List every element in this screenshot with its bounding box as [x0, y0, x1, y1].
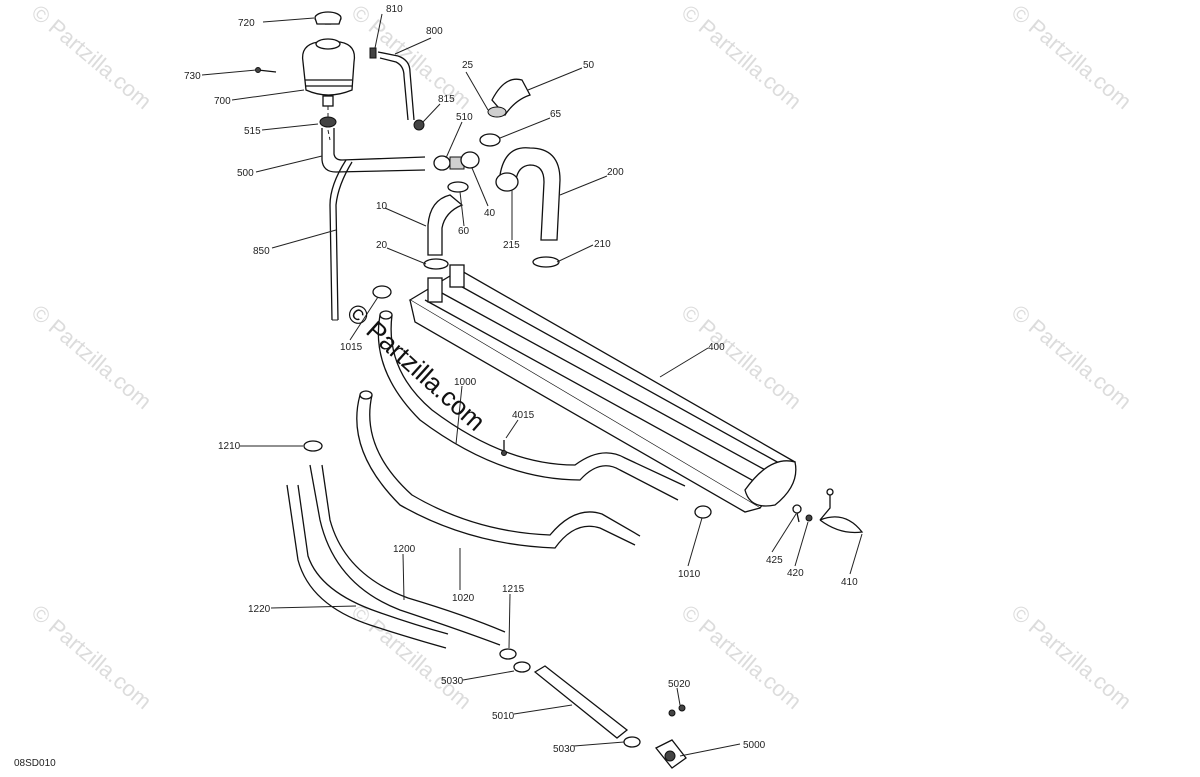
callout-510: 510 [456, 112, 473, 123]
leader-lines [201, 13, 863, 757]
callout-800: 800 [426, 26, 443, 37]
watermark: © Partzilla.com [1007, 600, 1137, 714]
callout-1020: 1020 [452, 593, 475, 604]
watermark: © Partzilla.com [27, 300, 157, 414]
part-radiator-400 [408, 264, 797, 513]
part-clamp-515 [319, 116, 337, 128]
part-fitting-5000 [654, 739, 687, 769]
part-hose-500 [321, 128, 426, 173]
callout-400: 400 [708, 342, 725, 353]
part-hardware-425-420-410 [792, 488, 864, 534]
watermark: © Partzilla.com [677, 600, 807, 714]
callout-1220: 1220 [248, 604, 271, 615]
part-clamp-1015 [372, 285, 392, 299]
part-hose-1200 [309, 464, 506, 646]
part-clamp-5030 [513, 661, 641, 748]
callout-720: 720 [238, 18, 255, 29]
part-clamp-20 [423, 258, 449, 270]
callout-10: 10 [376, 201, 388, 212]
callout-1215: 1215 [502, 584, 525, 595]
callout-210: 210 [594, 239, 611, 250]
callout-50: 50 [583, 60, 595, 71]
callout-1200: 1200 [393, 544, 416, 555]
part-clamp-65 [479, 133, 501, 147]
callout-60: 60 [458, 226, 470, 237]
part-hose-1220 [286, 484, 449, 649]
callout-420: 420 [787, 568, 804, 579]
callout-5030-lower: 5030 [553, 744, 576, 755]
part-screws-5020 [668, 704, 686, 717]
part-clamp-815 [413, 119, 425, 131]
callout-1000: 1000 [454, 377, 477, 388]
callout-500: 500 [237, 168, 254, 179]
watermark: © Partzilla.com [27, 600, 157, 714]
callout-410: 410 [841, 577, 858, 588]
part-clamp-1210 [303, 440, 323, 452]
part-overflow-tube-850 [329, 159, 353, 321]
callout-200: 200 [607, 167, 624, 178]
callout-515: 515 [244, 126, 261, 137]
callout-1015: 1015 [340, 342, 363, 353]
callout-730: 730 [184, 71, 201, 82]
part-elbow-50 [487, 78, 531, 118]
part-hose-800 [369, 47, 415, 121]
part-screw-730 [255, 67, 277, 73]
callout-65: 65 [550, 109, 562, 120]
callout-40: 40 [484, 208, 496, 219]
part-hose-1020 [356, 390, 641, 549]
part-clamp-1215 [499, 648, 517, 660]
assembly-line [327, 106, 331, 141]
callout-5020: 5020 [668, 679, 691, 690]
callout-4015: 4015 [512, 410, 535, 421]
watermark: © Partzilla.com [677, 0, 807, 114]
part-reservoir-700 [301, 38, 356, 107]
callout-5010: 5010 [492, 711, 515, 722]
part-clamp-210 [532, 256, 560, 268]
part-fitting-510 [433, 151, 480, 171]
callout-850: 850 [253, 246, 270, 257]
part-hose-200 [495, 147, 561, 241]
watermark: © Partzilla.com [1007, 300, 1137, 414]
part-tube-5010 [533, 665, 629, 739]
watermark: © Partzilla.com [347, 600, 477, 714]
part-clamp-1010 [694, 505, 712, 519]
callout-810: 810 [386, 4, 403, 15]
callout-5030: 5030 [441, 676, 464, 687]
callout-1210: 1210 [218, 441, 241, 452]
part-cap-720 [314, 11, 342, 25]
watermark: © Partzilla.com [1007, 0, 1137, 114]
part-hose-1000 [377, 310, 686, 501]
watermark: © Partzilla.com [27, 0, 157, 114]
callout-5000: 5000 [743, 740, 766, 751]
callout-1010: 1010 [678, 569, 701, 580]
callout-20: 20 [376, 240, 388, 251]
part-elbow-10 [427, 181, 469, 256]
callout-700: 700 [214, 96, 231, 107]
watermark: © Partzilla.com [677, 300, 807, 414]
callout-labels: 720 810 800 730 700 25 50 815 515 510 65… [184, 4, 858, 755]
callout-425: 425 [766, 555, 783, 566]
callout-25: 25 [462, 60, 474, 71]
callout-815: 815 [438, 94, 455, 105]
part-screw-4015 [501, 440, 507, 456]
callout-215: 215 [503, 240, 520, 251]
diagram-code: 08SD010 [14, 758, 56, 769]
